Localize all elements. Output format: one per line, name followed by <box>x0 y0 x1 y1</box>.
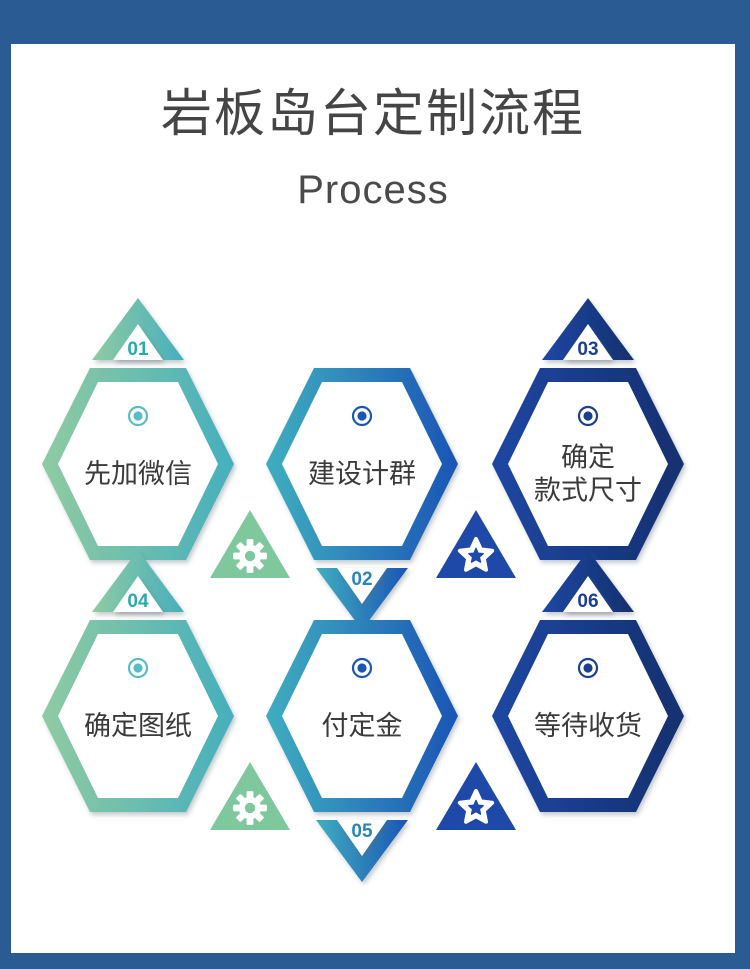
process-step-05[interactable]: 05 付定金 <box>266 620 458 882</box>
target-dot-icon-05 <box>351 657 373 679</box>
process-step-06[interactable]: 06 等待收货 <box>492 550 684 812</box>
poster-frame: 岩板岛台定制流程 Process 01 先加微信 02 建设计群 03 确定款式尺寸 04 确… <box>11 44 735 953</box>
step-badge-plate-03 <box>563 324 613 360</box>
step-badge-plate-06 <box>563 576 613 612</box>
process-diagram: 01 先加微信 02 建设计群 03 确定款式尺寸 04 确定图纸 05 付定金 06 等待收货 <box>11 44 735 953</box>
step-number-06: 06 <box>577 591 598 612</box>
step-label-06: 等待收货 <box>534 711 642 741</box>
star-icon <box>457 537 495 572</box>
step-badge-plate-01 <box>113 324 163 360</box>
step-number-03: 03 <box>577 339 598 360</box>
step-hexagon-inner-05 <box>282 634 442 798</box>
page-subtitle: Process <box>297 168 449 213</box>
connector-star-icon-4 <box>436 762 516 830</box>
step-label-02: 建设计群 <box>308 459 416 489</box>
gear-icon <box>233 791 267 825</box>
step-badge-plate-02 <box>337 568 387 604</box>
step-hexagon-inner-01 <box>58 382 218 546</box>
step-label-05: 付定金 <box>322 711 403 741</box>
step-label-03-line-1: 确定 <box>561 443 615 473</box>
step-number-01: 01 <box>127 339 149 360</box>
step-number-05: 05 <box>351 821 373 842</box>
connector-star-icon-2 <box>436 510 516 578</box>
process-step-01[interactable]: 01 先加微信 <box>42 298 234 560</box>
step-label-01: 先加微信 <box>84 459 192 489</box>
connector-gear-icon-3 <box>210 762 290 830</box>
step-label-04: 确定图纸 <box>84 711 192 741</box>
step-badge-plate-04 <box>113 576 163 612</box>
step-label-03-line-2: 款式尺寸 <box>534 476 642 506</box>
target-dot-icon-06 <box>577 657 599 679</box>
gear-icon <box>233 539 267 573</box>
header: 岩板岛台定制流程 Process <box>11 44 735 213</box>
step-number-02: 02 <box>351 569 372 590</box>
step-hexagon-inner-04 <box>58 634 218 798</box>
target-dot-icon-03 <box>577 405 599 427</box>
step-badge-plate-05 <box>337 820 387 856</box>
step-hexagon-inner-02 <box>282 382 442 546</box>
connector-gear-icon-1 <box>210 510 290 578</box>
process-step-04[interactable]: 04 确定图纸 <box>42 550 234 812</box>
step-hexagon-inner-06 <box>508 634 668 798</box>
target-dot-icon-02 <box>351 405 373 427</box>
page-title: 岩板岛台定制流程 <box>160 85 585 142</box>
target-dot-icon-01 <box>127 405 149 427</box>
target-dot-icon-04 <box>127 657 149 679</box>
step-number-04: 04 <box>127 591 149 612</box>
step-hexagon-inner-03 <box>508 382 668 546</box>
process-step-02[interactable]: 02 建设计群 <box>266 368 458 630</box>
star-icon <box>457 789 495 824</box>
